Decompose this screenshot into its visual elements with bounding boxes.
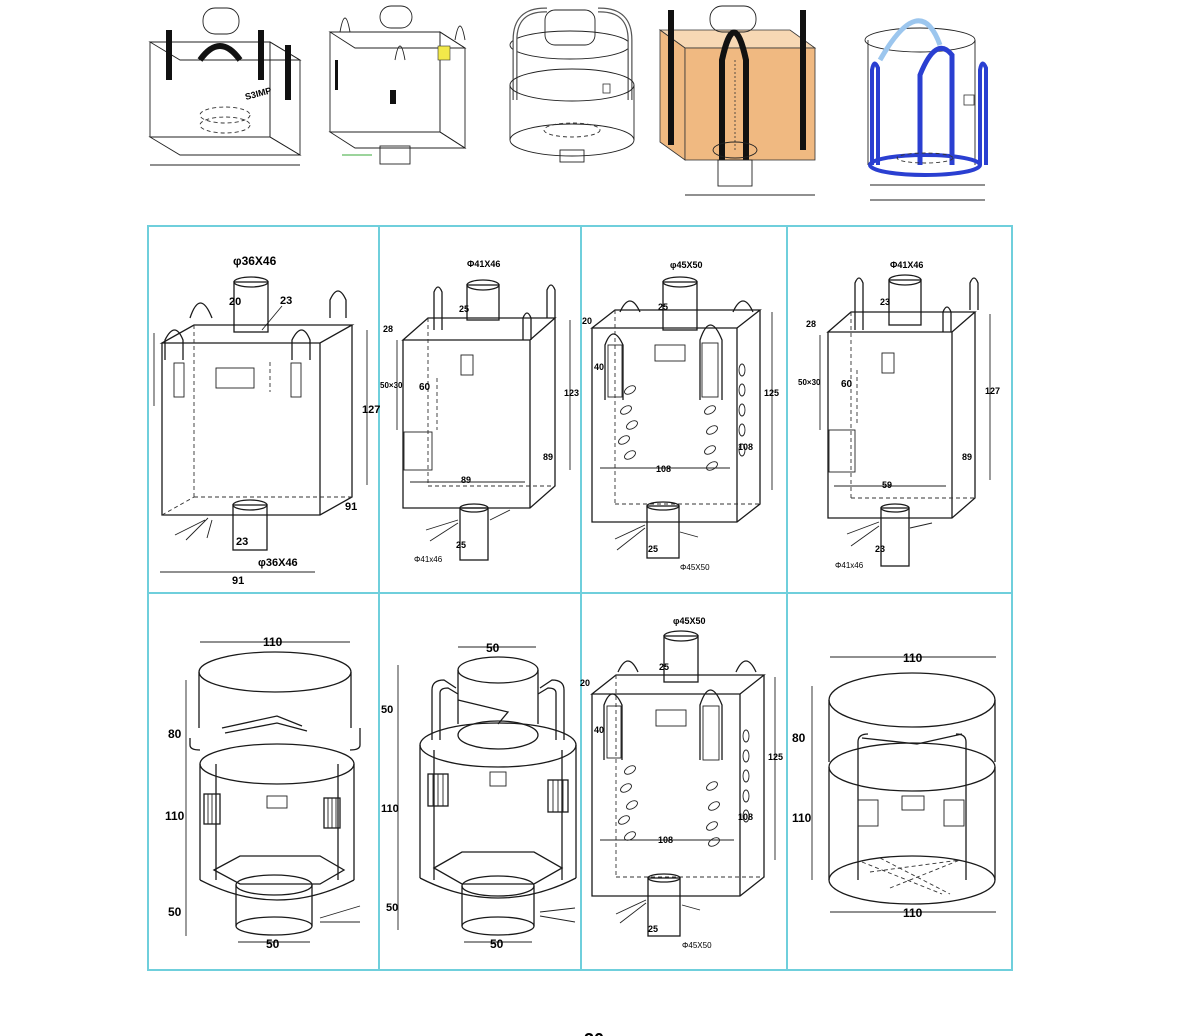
lifting-loop-icon <box>166 30 172 80</box>
thumbnail-5-bulk-bag <box>864 18 988 201</box>
depth-label: 108 <box>738 442 753 452</box>
width-label: 89 <box>461 475 471 485</box>
height-label: 127 <box>362 404 380 416</box>
bottom-spout-height-label: 25 <box>648 924 658 934</box>
cell-r2c3-baffle-bag-diagram: φ45X50 25 20 40 <box>580 616 783 950</box>
spout-height-label: 23 <box>880 297 890 307</box>
depth-label: 89 <box>543 452 553 462</box>
lifting-loop-icon <box>164 329 184 360</box>
height-label: 123 <box>564 388 579 398</box>
thumbnail-1-bulk-bag: S3IMP <box>148 7 302 166</box>
panel-label-b: 60 <box>841 379 853 390</box>
spout-height-label: 50 <box>386 902 398 914</box>
bottom-spout-size-label: Φ45X50 <box>682 941 712 950</box>
svg-text:S3IMP: S3IMP <box>244 85 273 102</box>
thumbnail-2-bulk-bag <box>328 5 467 165</box>
depth-label: 91 <box>345 501 357 513</box>
body-height-label: 110 <box>792 811 812 825</box>
loop-height-label: 28 <box>806 319 816 329</box>
top-spout-size-label: Φ41X46 <box>890 260 923 270</box>
top-spout-size-label: Φ41X46 <box>467 259 500 269</box>
thumbnail-3-bulk-bag <box>509 7 635 163</box>
baffle-holes <box>618 363 746 471</box>
cell-r1c4-four-loop-bag-diagram: Φ41X46 23 28 50×30 60 127 89 59 23 Φ41x4… <box>798 260 1000 570</box>
depth-label: 89 <box>962 452 972 462</box>
loop-width-label: 20 <box>580 678 590 688</box>
top-height-label: 80 <box>792 731 806 745</box>
panel-label-a: 40 <box>594 725 604 735</box>
loop-width-label: 20 <box>582 316 592 326</box>
spout-height-label: 25 <box>658 302 668 312</box>
width-label: 91 <box>232 575 244 587</box>
panel-label-a: 50×30 <box>380 381 403 390</box>
cell-r1c2-four-loop-bag-diagram: Φ41X46 25 28 50×30 60 123 89 89 25 Φ41x4… <box>380 259 579 564</box>
panel-label-b: 60 <box>419 382 431 393</box>
thumbnail-4-bulk-bag <box>658 5 817 196</box>
width-label: 59 <box>882 480 892 490</box>
bottom-spout-height-label: 23 <box>875 544 885 554</box>
bottom-spout-size-label: Φ45X50 <box>680 563 710 572</box>
top-height-label: 80 <box>168 727 182 741</box>
body-height-label: 110 <box>165 809 185 823</box>
bottom-spout-size-label: φ36X46 <box>258 557 298 569</box>
cell-r2c4-round-bag-diagram: 110 80 110 110 <box>792 651 996 920</box>
top-height-label: 50 <box>381 704 393 716</box>
top-spout-size-label: φ36X46 <box>233 254 277 268</box>
top-spout-size-label: φ45X50 <box>673 616 705 626</box>
bottom-width-label: 110 <box>903 906 923 920</box>
spec-grid <box>147 225 1013 971</box>
spout-height-label: 23 <box>280 295 292 307</box>
page-number: 30 <box>584 1030 604 1036</box>
top-width-label: 110 <box>903 651 923 665</box>
spout-height-label: 50 <box>168 905 182 919</box>
spout-width-label: 50 <box>490 937 504 951</box>
spout-height-label: 25 <box>659 662 669 672</box>
bottom-spout-size-label: Φ41x46 <box>414 555 443 564</box>
baffle-holes <box>618 729 750 847</box>
cell-r2c1-round-bag-diagram: 110 80 110 50 50 <box>165 635 361 951</box>
width-label: 108 <box>656 464 671 474</box>
spout-height-label: 25 <box>459 304 469 314</box>
cell-r1c3-baffle-bag-diagram: φ45X50 25 20 40 <box>582 260 779 572</box>
height-label: 127 <box>985 386 1000 396</box>
height-label: 125 <box>768 752 783 762</box>
spout-width-label: 50 <box>266 937 280 951</box>
height-label: 125 <box>764 388 779 398</box>
loop-height-label: 28 <box>383 324 393 334</box>
top-width-label: 110 <box>263 635 283 649</box>
loop-width-label: 20 <box>229 296 241 308</box>
panel-label-a: 40 <box>594 362 604 372</box>
bottom-spout-size-label: Φ41x46 <box>835 561 864 570</box>
top-thumbnail-strip: S3IMP <box>148 5 988 201</box>
depth-label: 108 <box>738 812 753 822</box>
body-height-label: 110 <box>381 803 399 815</box>
width-label: 108 <box>658 835 673 845</box>
cell-r2c2-round-bag-top-spout-diagram: 50 50 110 50 50 <box>381 641 577 951</box>
top-width-label: 50 <box>486 641 500 655</box>
bottom-spout-height-label: 25 <box>648 544 658 554</box>
panel-label-a: 50×30 <box>798 378 821 387</box>
bottom-spout-height-label: 23 <box>236 536 248 548</box>
bottom-spout-height-label: 25 <box>456 540 466 550</box>
cell-r1c1-square-bag-diagram: φ36X46 20 23 127 91 23 φ36X46 91 <box>153 254 380 587</box>
top-spout-size-label: φ45X50 <box>670 260 702 270</box>
